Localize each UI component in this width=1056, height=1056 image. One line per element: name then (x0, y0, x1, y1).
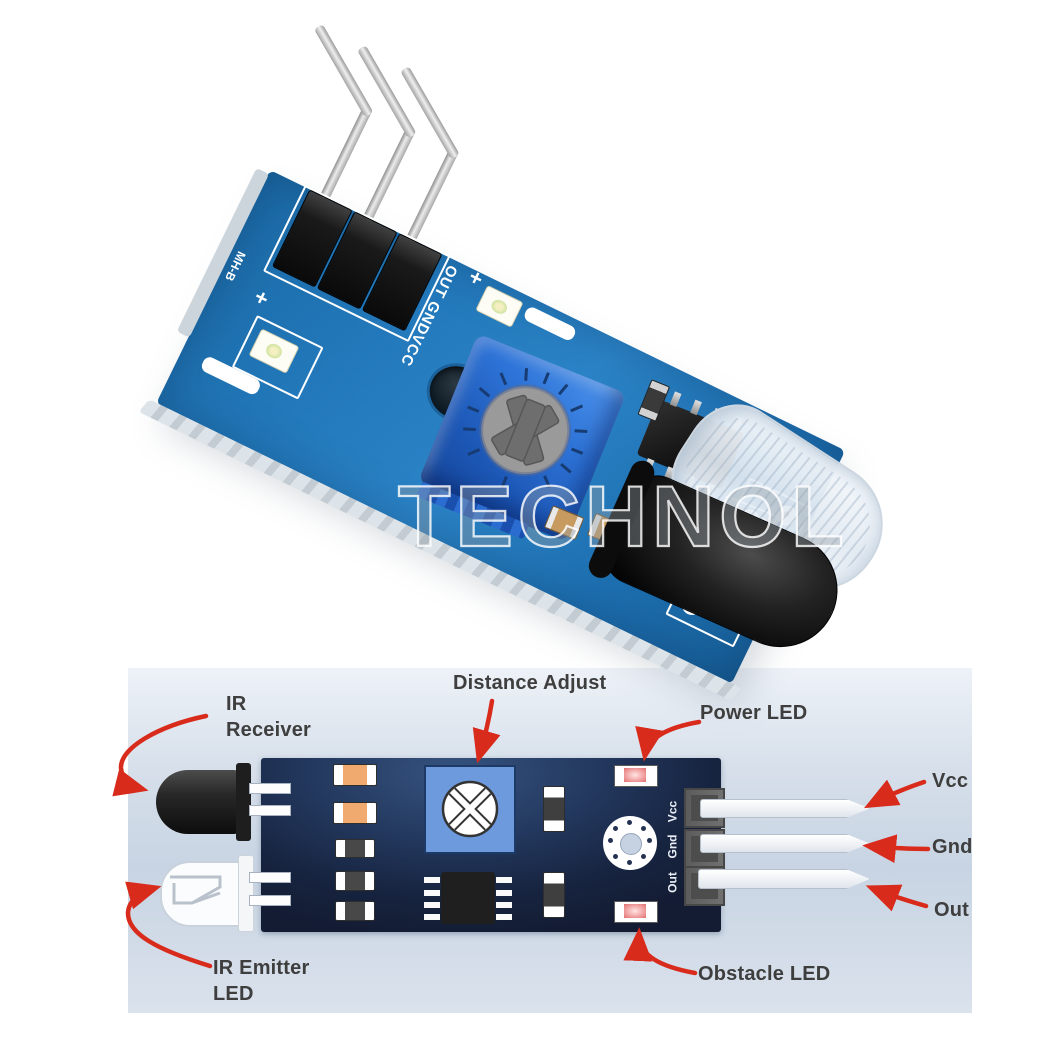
emitter-die-lines (170, 875, 222, 905)
label-out: Out (934, 899, 970, 921)
label-distance-adjust: Distance Adjust (453, 672, 607, 694)
smd-capacitor-vertical (543, 872, 565, 918)
label-line: IR (226, 693, 247, 715)
trimpot-photo (416, 333, 627, 542)
obstacle-led-diagram (614, 901, 658, 923)
watermark-text: TECHNOL (397, 468, 849, 566)
hole-center (620, 833, 642, 855)
board-pin-label-vcc: Vcc (665, 800, 680, 823)
ic-leg (424, 914, 440, 920)
mounting-hole-diagram (603, 816, 657, 870)
led-glow (624, 768, 646, 782)
trimpot-dial (463, 368, 588, 489)
ic-diagram (441, 872, 495, 924)
hole-dot (608, 838, 613, 843)
header-pin-bend (400, 66, 460, 160)
ir-emitter-diagram (160, 861, 246, 927)
header-pin-bend (313, 24, 374, 118)
label-line: LED (213, 983, 254, 1005)
hole-dot (647, 838, 652, 843)
hole-dot (641, 826, 646, 831)
label-ir-emitter: IR Emitter LED (213, 955, 309, 1007)
silkscreen-bar (522, 305, 578, 343)
ic-leg (690, 399, 702, 416)
module-photo: OUT GNDVCC MH-B + + (0, 0, 1056, 660)
hole-dot (627, 820, 632, 825)
ic-leg (424, 902, 440, 908)
power-led-diagram (614, 765, 658, 787)
label-line: Receiver (226, 719, 311, 741)
ir-receiver-flange (236, 763, 251, 841)
smd-dark (335, 901, 375, 921)
receiver-lead (249, 805, 291, 816)
ir-receiver-diagram (156, 770, 240, 834)
smd-orange (333, 802, 377, 824)
pcb-board-photo: OUT GNDVCC MH-B + + (138, 24, 846, 701)
board-pin-label-gnd: Gnd (665, 834, 680, 859)
trimpot-diagram (424, 765, 516, 854)
ic-leg (669, 391, 682, 408)
hole-dot (613, 854, 618, 859)
hole-dot (627, 860, 632, 865)
emitter-lead (249, 872, 291, 883)
label-obstacle-led: Obstacle LED (698, 963, 831, 985)
power-led-photo (475, 285, 524, 328)
gnd-pin (700, 834, 870, 853)
smd-orange (333, 764, 377, 786)
label-line: IR Emitter (213, 957, 310, 979)
led-die (489, 297, 510, 316)
pcb-edge-left (176, 167, 270, 338)
smd-capacitor-vertical (543, 786, 565, 832)
ic-leg (496, 902, 512, 908)
ic-leg (496, 877, 512, 883)
ic-leg (496, 914, 512, 920)
plus-mark: + (464, 263, 488, 292)
ic-leg (424, 890, 440, 896)
receiver-lead (249, 783, 291, 794)
hole-dot (641, 854, 646, 859)
led-die (263, 341, 285, 361)
smd-dark (335, 871, 375, 891)
vcc-pin (700, 799, 870, 818)
label-vcc: Vcc (932, 770, 969, 792)
out-pin (698, 869, 870, 889)
trimpot-screw (441, 780, 499, 838)
label-ir-receiver: IR Receiver (226, 691, 311, 743)
plus-mark: + (250, 283, 273, 312)
hole-dot (613, 826, 618, 831)
ic-leg (424, 877, 440, 883)
smd-dark (335, 839, 375, 858)
label-power-led: Power LED (700, 702, 808, 724)
ir-emitter-flange (238, 855, 254, 932)
led-glow (624, 904, 646, 918)
header-pin-bend (357, 45, 417, 139)
ic-leg (496, 890, 512, 896)
label-gnd: Gnd (932, 836, 973, 858)
board-pin-label-out: Out (665, 872, 680, 893)
emitter-lead (249, 895, 291, 906)
